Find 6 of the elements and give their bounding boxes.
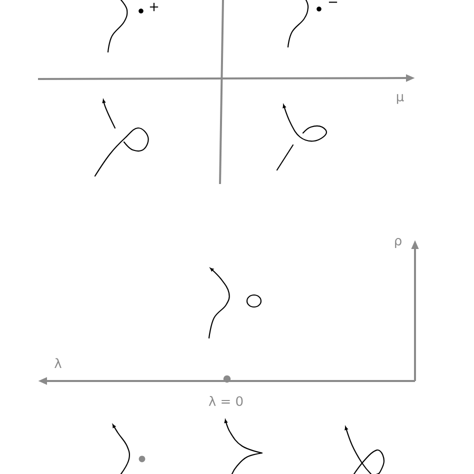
- parameter-label: λ = 0: [208, 396, 243, 406]
- axis-label: λ: [54, 358, 62, 368]
- sign-label: +: [150, 2, 158, 12]
- axis-label: μ: [396, 94, 404, 104]
- axis-label: ρ: [395, 238, 402, 248]
- sign-label: −: [328, 2, 338, 3]
